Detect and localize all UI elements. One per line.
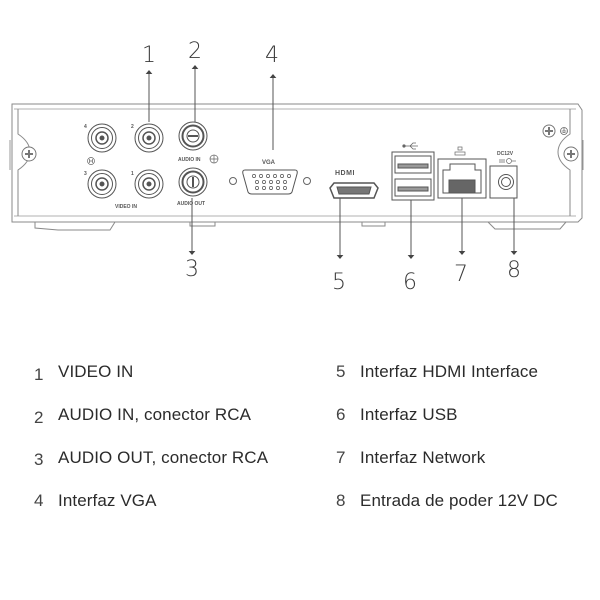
legend-text: AUDIO IN, conector RCA	[58, 405, 252, 424]
bnc-number-2: 2	[131, 124, 134, 130]
legend-number: 7	[336, 448, 346, 467]
usb-icon	[402, 142, 418, 150]
audio-in-connector	[178, 121, 208, 151]
bnc-connector-1	[134, 169, 164, 199]
legend-item: 8 Entrada de poder 12V DC	[336, 491, 558, 534]
callout-number-4: 4	[265, 43, 279, 68]
legend-text: Entrada de poder 12V DC	[360, 491, 558, 510]
audio-out-label: AUDIO OUT	[177, 201, 205, 207]
legend-number: 4	[34, 491, 44, 510]
legend-number: 5	[336, 362, 346, 381]
legend-item: 4 Interfaz VGA	[34, 491, 268, 534]
bnc-number-4: 4	[84, 124, 87, 130]
network-icon	[454, 146, 466, 156]
audio-in-label: AUDIO IN	[178, 157, 201, 163]
bnc-connector-3	[87, 169, 117, 199]
legend-text: Interfaz VGA	[58, 491, 157, 510]
legend-item: 1 VIDEO IN	[34, 362, 268, 405]
legend-number: 6	[336, 405, 346, 424]
video-in-connectors: 4 2 3 1 VIDEO IN	[84, 123, 164, 210]
hdmi-connector	[329, 182, 379, 199]
legend-number: 2	[34, 408, 44, 427]
callout-number-2: 2	[188, 39, 202, 64]
dc-label: DC12V	[497, 151, 514, 157]
vga-screw-hole	[303, 177, 311, 185]
bnc-connector-4	[87, 123, 117, 153]
callout-number-1: 1	[142, 43, 156, 68]
callout-number-5: 5	[332, 270, 346, 295]
legend-right: 5 Interfaz HDMI Interface 6 Interfaz USB…	[336, 362, 558, 534]
screw-icon	[21, 146, 37, 162]
network-port	[437, 158, 487, 199]
hdmi-label: HDMI	[335, 170, 355, 177]
bnc-number-3: 3	[84, 171, 87, 177]
dc-polarity-icon	[499, 158, 516, 164]
legend-text: Interfaz HDMI Interface	[360, 362, 539, 381]
screw-icon	[542, 124, 556, 138]
legend-text: Interfaz USB	[360, 405, 458, 424]
legend-text: AUDIO OUT, conector RCA	[58, 448, 269, 467]
legend-item: 6 Interfaz USB	[336, 405, 558, 448]
legend-text: VIDEO IN	[58, 362, 134, 381]
vga-label: VGA	[262, 160, 276, 166]
legend-text: Interfaz Network	[360, 448, 486, 467]
callout-number-3: 3	[185, 257, 199, 282]
ground-icon	[560, 127, 568, 135]
screw-icon	[563, 146, 579, 162]
legend-number: 1	[34, 365, 44, 384]
video-in-label: VIDEO IN	[115, 204, 137, 210]
dvr-rear-panel: 4 2 3 1 VIDEO IN AUDIO IN AUDIO OUT VGA …	[9, 39, 584, 295]
legend-item: 2 AUDIO IN, conector RCA	[34, 405, 268, 448]
callout-number-8: 8	[507, 258, 521, 283]
bnc-number-1: 1	[131, 171, 134, 177]
legend-left: 1 VIDEO IN 2 AUDIO IN, conector RCA 3 AU…	[34, 362, 268, 534]
audio-out-connector	[178, 167, 208, 197]
legend-number: 3	[34, 450, 44, 469]
callout-lines	[145, 65, 518, 259]
bnc-connector-2	[134, 123, 164, 153]
power-jack	[489, 165, 518, 199]
legend-item: 7 Interfaz Network	[336, 448, 558, 491]
callout-number-7: 7	[454, 262, 468, 287]
callout-number-6: 6	[403, 270, 417, 295]
vga-connector	[242, 169, 298, 195]
legend-number: 8	[336, 491, 346, 510]
ground-icon	[87, 157, 95, 165]
audio-icon	[209, 154, 219, 164]
vga-screw-hole	[229, 177, 237, 185]
legend-item: 5 Interfaz HDMI Interface	[336, 362, 558, 405]
legend-item: 3 AUDIO OUT, conector RCA	[34, 448, 268, 491]
usb-ports	[391, 151, 435, 201]
